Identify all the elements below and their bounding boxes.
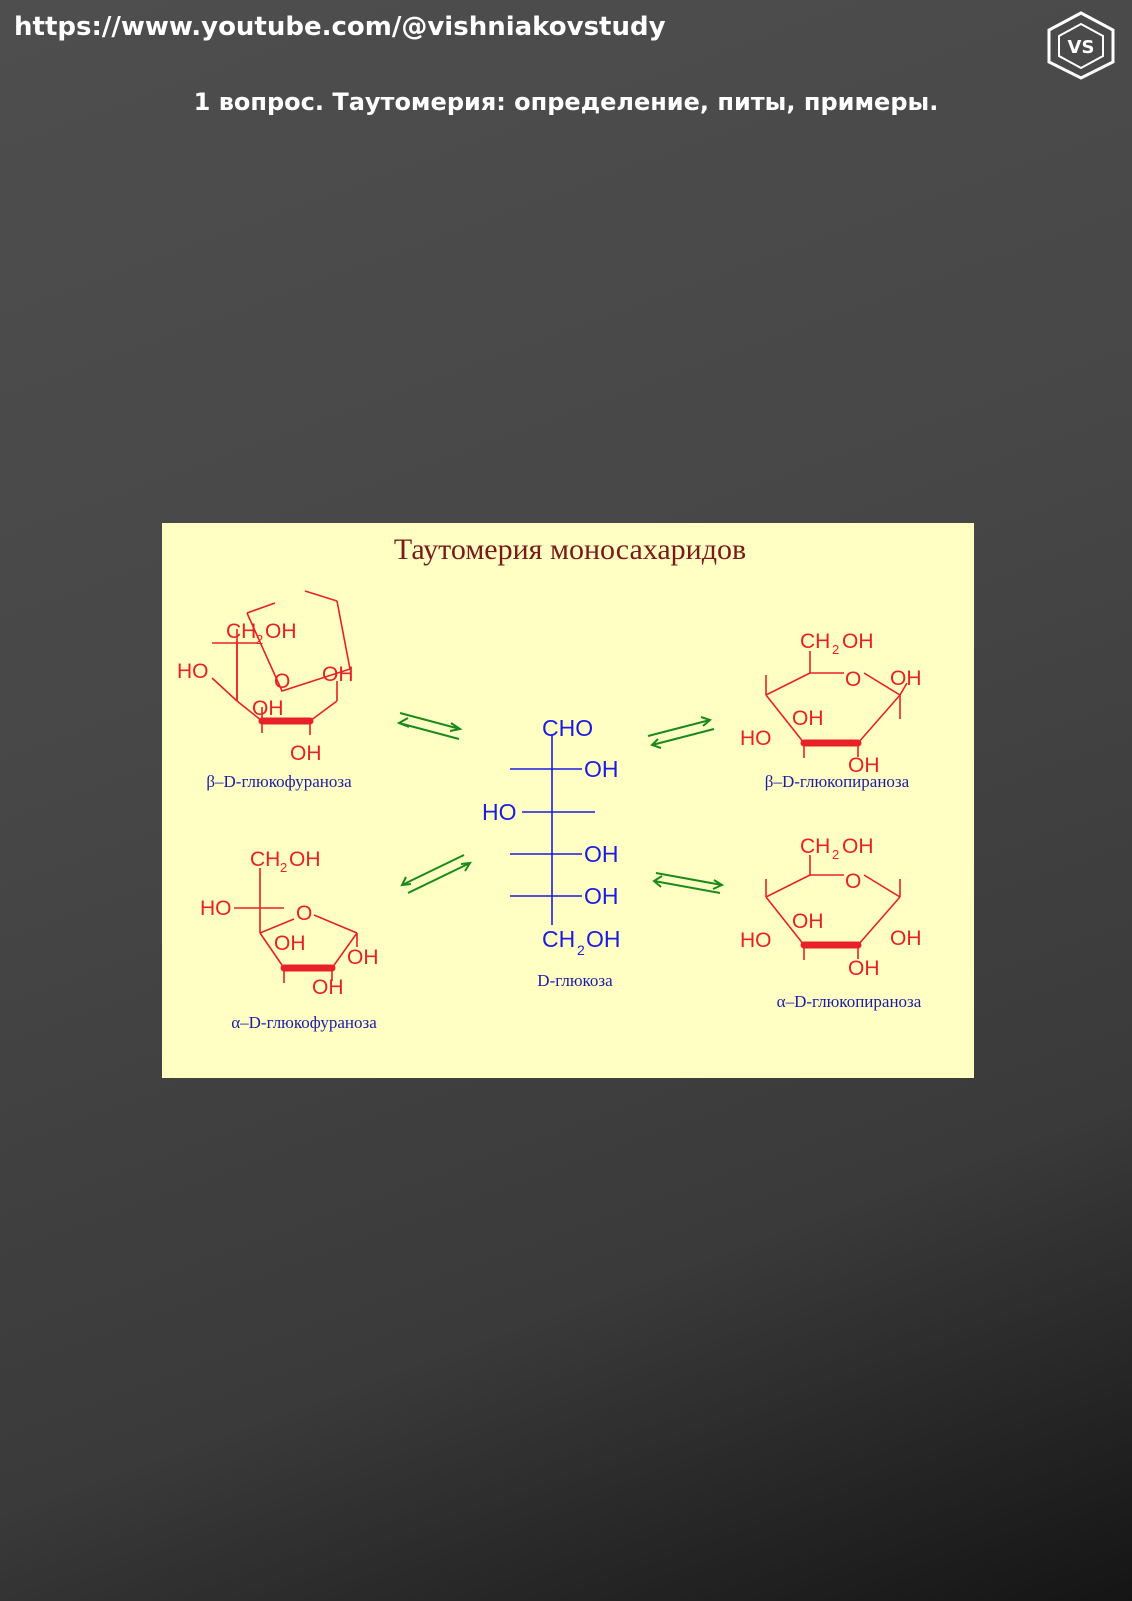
beta-pyranose-structure: CH 2 OH O OH OH HO OH [740,630,922,777]
beta-furanose-structure: CH 2 OH HO O OH OH OH [177,590,354,765]
svg-text:CH: CH [800,630,830,653]
svg-text:OH: OH [842,835,874,858]
equilibrium-arrow-top-right [647,716,715,749]
svg-text:OH: OH [584,841,619,867]
svg-text:HO: HO [200,897,232,920]
svg-text:HO: HO [740,727,772,750]
alpha-furanose-structure: CH 2 OH HO O OH OH OH [200,848,379,999]
channel-url[interactable]: https://www.youtube.com/@vishniakovstudy [14,12,666,42]
caption-alpha-furanose: α–D-глюкофураноза [231,1013,377,1032]
logo-text: VS [1068,37,1095,58]
svg-text:OH: OH [274,932,306,955]
slide-title: 1 вопрос. Таутомерия: определение, питы,… [193,88,939,116]
vs-logo-icon: VS [1043,10,1119,80]
svg-text:OH: OH [289,848,321,871]
svg-text:OH: OH [792,707,824,730]
svg-text:OH: OH [584,883,619,909]
d-glucose-open-chain: CHO OH HO OH OH CH 2 OH [482,715,621,958]
svg-text:O: O [845,668,861,691]
caption-beta-pyranose: β–D-глюкопираноза [765,772,910,791]
svg-text:CH: CH [800,835,830,858]
svg-text:O: O [296,902,312,925]
svg-text:CH: CH [226,620,256,643]
svg-text:2: 2 [832,642,839,657]
equilibrium-arrow-bottom-right [652,872,725,894]
svg-text:O: O [274,670,290,693]
svg-text:OH: OH [848,957,880,980]
svg-text:OH: OH [848,754,880,777]
svg-text:HO: HO [482,799,517,825]
svg-text:OH: OH [586,926,621,952]
svg-text:OH: OH [290,742,322,765]
svg-text:CH: CH [542,926,575,952]
svg-text:OH: OH [347,946,379,969]
equilibrium-arrow-bottom-left [400,854,472,894]
svg-text:OH: OH [842,630,874,653]
equilibrium-arrow-top-left [396,712,463,740]
svg-text:2: 2 [832,847,839,862]
svg-text:OH: OH [792,910,824,933]
svg-text:2: 2 [577,942,585,958]
svg-text:OH: OH [252,697,284,720]
svg-text:2: 2 [280,860,287,875]
svg-text:CH: CH [250,848,280,871]
svg-text:OH: OH [265,620,297,643]
caption-alpha-pyranose: α–D-глюкопираноза [777,992,922,1011]
diagram-title: Таутомерия моносахаридов [394,533,746,566]
svg-text:OH: OH [890,927,922,950]
svg-text:O: O [845,870,861,893]
tautomerism-diagram: Таутомерия моносахаридов [162,523,974,1078]
svg-text:OH: OH [890,667,922,690]
alpha-pyranose-structure: CH 2 OH O OH OH HO OH [740,835,922,980]
svg-text:2: 2 [256,632,263,647]
svg-text:OH: OH [312,976,344,999]
svg-text:CHO: CHO [542,715,593,741]
svg-text:OH: OH [584,756,619,782]
svg-text:HO: HO [177,660,209,683]
svg-text:HO: HO [740,929,772,952]
caption-glucose: D-глюкоза [537,971,613,990]
caption-beta-furanose: β–D-глюкофураноза [206,772,352,791]
svg-text:OH: OH [322,663,354,686]
